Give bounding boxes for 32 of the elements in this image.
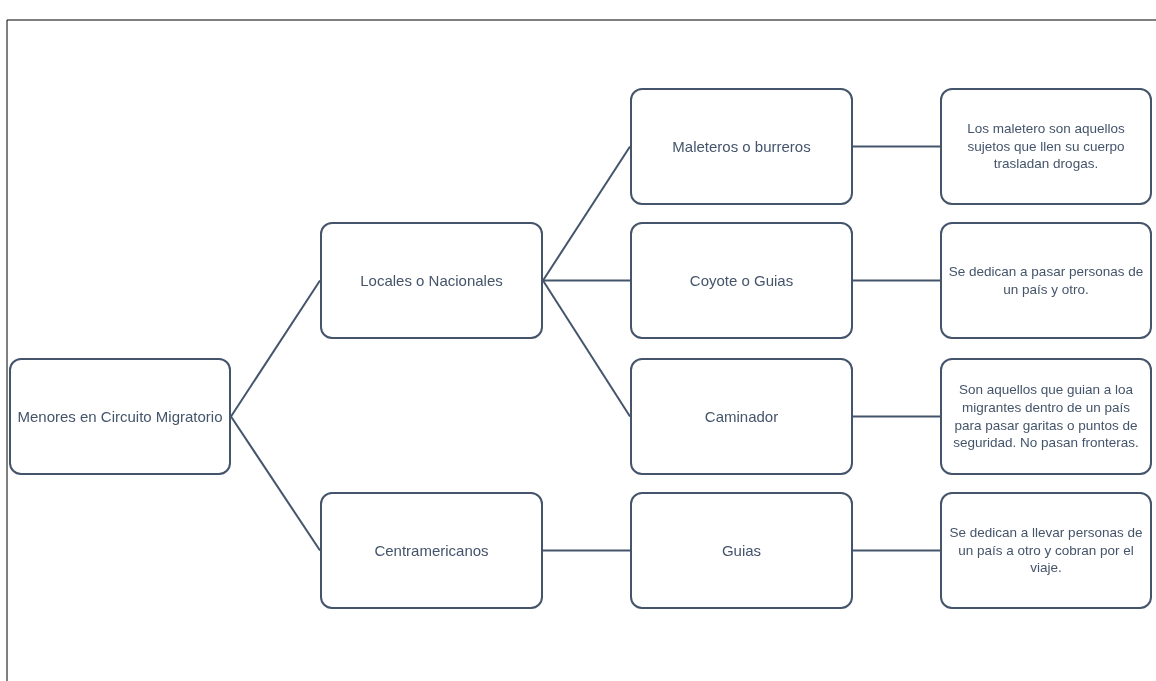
box-text: Se dedican a llevar personas de un país a otro y cobran por el viaje. xyxy=(948,524,1144,577)
rounded-box xyxy=(940,358,1152,475)
rounded-box xyxy=(630,222,853,339)
box-text: Locales o Nacionales xyxy=(360,270,503,291)
connector-line xyxy=(542,279,631,418)
rounded-box xyxy=(320,222,543,339)
box-text: Los maletero son aquellos sujetos que llen su cuerpo trasladan drogas. xyxy=(966,120,1126,173)
rounded-box xyxy=(9,358,231,475)
rounded-box xyxy=(630,358,853,475)
box-text: Menores en Circuito Migratorio xyxy=(17,406,223,427)
connector-line xyxy=(852,279,941,282)
rounded-box xyxy=(940,492,1152,609)
connector-line xyxy=(852,549,941,552)
box-text: Centramericanos xyxy=(374,540,489,561)
connector-line xyxy=(852,415,941,418)
rounded-box xyxy=(630,492,853,609)
rounded-box xyxy=(630,88,853,205)
box-text: Coyote o Guias xyxy=(689,270,794,291)
connector-line xyxy=(230,279,321,418)
connector-line xyxy=(542,145,631,282)
rounded-box xyxy=(320,492,543,609)
box-text: Caminador xyxy=(704,406,779,427)
box-text: Guias xyxy=(721,540,762,561)
connector-line xyxy=(230,415,321,552)
box-text: Se dedican a pasar personas de un país y otro. xyxy=(948,262,1144,299)
connector-line xyxy=(542,549,631,552)
connector-line xyxy=(852,145,941,148)
rounded-box xyxy=(940,88,1152,205)
rounded-box xyxy=(940,222,1152,339)
box-text: Maleteros o burreros xyxy=(672,136,811,157)
connector-line xyxy=(542,279,631,282)
box-text: Son aquellos que guian a loa migrantes dentro de un país para pasar garitas o puntos de seguridad. No pasan fronteras. xyxy=(952,381,1140,452)
